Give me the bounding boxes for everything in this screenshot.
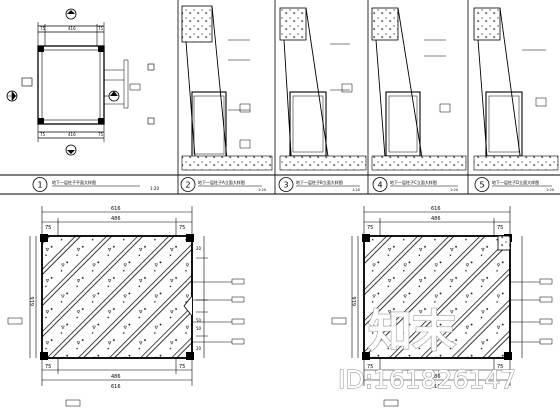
plan1-bottom-dim-1: 75 [40,132,46,137]
detail-label-2-title: 地下一层柱子A立面大样图 [198,179,245,185]
left-plan-top-dim-3: 75 [179,225,185,231]
right-plan-bottom-dim-2: 486 [431,374,441,380]
left-plan-bottom-overall: 616 [111,384,121,390]
detail-label-5-scale: 1:20 [546,188,555,192]
plan1-top-dim-1: 75 [40,26,46,31]
left-plan-bottom-dim-2: 486 [111,374,121,380]
detail-label-2: 2 地下一层柱子A立面大样图 1:20 [180,177,267,192]
watermark-brand: 知末 [368,306,456,357]
detail-3-elevation [279,7,367,171]
right-plan-top-dim-2: 486 [431,216,441,222]
detail-2-elevation [181,5,273,171]
detail-label-1-scale: 1:20 [150,186,159,191]
detail-label-1-title: 地下一层柱子平面大样图 [52,179,96,185]
detail-label-5: 5 地下一层柱子D立面大样图 1:20 [474,177,555,192]
left-plan-top-overall: 616 [111,206,121,212]
detail-label-4: 4 地下一层柱子C立面大样图 1:20 [372,177,459,192]
detail-label-4-number: 4 [378,181,383,190]
detail-label-4-scale: 1:20 [450,188,459,192]
left-plan-top-dim-1: 75 [45,225,51,231]
left-plan-right-dim-1: 20 [196,246,202,251]
right-plan-bottom-dim-1: 75 [367,364,373,370]
detail-label-3: 3 地下一层柱子B立面大样图 1:20 [278,177,361,192]
right-plan-side-dim: 616 [352,296,358,306]
detail-label-2-number: 2 [186,181,191,190]
detail-label-5-title: 地下一层柱子D立面大样图 [492,179,539,185]
detail-1-column-plan: 75 416 75 75 416 [6,8,155,156]
left-plan-side-dim: 616 [30,296,36,306]
detail-label-1: 1 地下一层柱子平面大样图 1:20 [32,177,159,192]
right-plan-top-dim-3: 75 [497,225,503,231]
detail-label-3-scale: 1:20 [352,188,361,192]
detail-label-3-title: 地下一层柱子B立面大样图 [296,179,343,185]
left-plan-bottom-dim-1: 75 [45,364,51,370]
plan1-top-dim-3: 75 [98,26,104,31]
plan1-bottom-dim-2: 416 [68,132,76,137]
plan1-bottom-dim-3: 75 [98,132,104,137]
left-plan-right-dim-3: 50 [196,326,202,331]
detail-label-2-scale: 1:20 [258,188,267,192]
detail-label-4-title: 地下一层柱子C立面大样图 [390,179,437,185]
watermark-id: ID:161826147 [338,365,516,394]
left-plan-right-dim-4: 20 [196,346,202,351]
detail-label-5-number: 5 [480,181,485,190]
left-large-plan: 75 486 75 616 616 20 50 50 20 [7,206,245,407]
right-plan-bottom-dim-3: 75 [497,364,503,370]
right-large-plan: 75 486 75 616 616 75 486 75 616 [331,206,553,407]
left-plan-bottom-dim-3: 75 [179,364,185,370]
right-plan-top-dim-1: 75 [367,225,373,231]
detail-label-3-number: 3 [284,181,289,190]
watermark: 知末 ID:161826147 [337,305,516,394]
detail-5-elevation [473,7,559,171]
detail-4-elevation [371,7,467,171]
right-plan-bottom-overall: 616 [431,384,441,390]
plan1-top-dim-2: 416 [68,26,76,31]
left-plan-right-dim-2: 50 [196,318,202,323]
right-plan-top-overall: 616 [431,206,441,212]
left-plan-top-dim-2: 486 [111,216,121,222]
detail-label-1-number: 1 [38,181,43,190]
